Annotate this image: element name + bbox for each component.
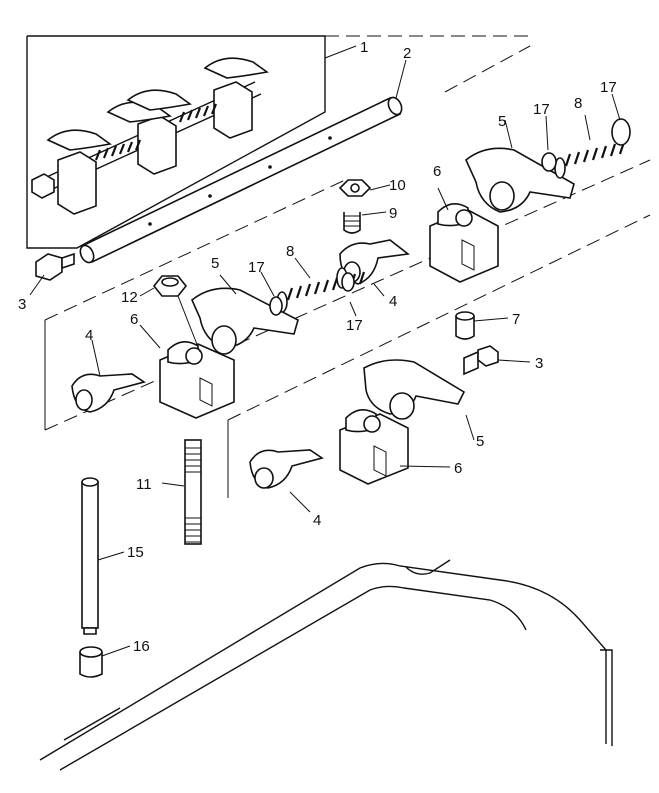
callout-1: 1 — [360, 39, 368, 56]
callout-17: 17 — [346, 317, 363, 334]
callout-6: 6 — [454, 460, 462, 477]
callout-4: 4 — [85, 327, 93, 344]
washer-top-b — [611, 118, 631, 146]
callout-labels: 1 2 3 3 4 4 4 5 5 5 6 6 6 7 8 8 9 10 11 … — [18, 39, 617, 655]
callout-6: 6 — [433, 163, 441, 180]
callout-17: 17 — [533, 101, 550, 118]
assembled-rocker-shaft — [31, 57, 270, 215]
cam-follower — [79, 646, 103, 678]
callout-16: 16 — [133, 638, 150, 655]
callout-3: 3 — [535, 355, 543, 372]
rocker-arm-short-right — [249, 449, 324, 489]
washer-mid-a — [269, 296, 283, 316]
callout-12: 12 — [121, 289, 138, 306]
plug-bolt-right — [463, 345, 499, 376]
callout-5: 5 — [498, 113, 506, 130]
assembly-inset — [26, 35, 326, 249]
callout-4: 4 — [313, 512, 321, 529]
pedestal-bottom — [339, 409, 409, 485]
rocker-arm-long-mid — [191, 287, 299, 355]
callout-9: 9 — [389, 205, 397, 222]
callout-5: 5 — [211, 255, 219, 272]
callout-4: 4 — [389, 293, 397, 310]
adjuster-screw — [343, 212, 361, 234]
callout-8: 8 — [286, 243, 294, 260]
callout-10: 10 — [389, 177, 406, 194]
rocker-arm-long-bottom — [363, 359, 466, 420]
callout-15: 15 — [127, 544, 144, 561]
rocker-arm-long-top — [465, 147, 575, 213]
callout-6: 6 — [130, 311, 138, 328]
callout-8: 8 — [574, 95, 582, 112]
leader-lines — [29, 45, 621, 657]
pedestal-left — [159, 341, 235, 419]
spring-top — [554, 141, 626, 179]
washer-mid-b — [341, 272, 355, 292]
callout-11: 11 — [136, 476, 152, 493]
push-rod — [81, 477, 99, 635]
washer-top-a — [541, 152, 557, 172]
stud-nut — [152, 275, 201, 353]
callout-7: 7 — [512, 311, 520, 328]
cylinder-head-outline — [39, 559, 613, 771]
dowel-sleeve — [455, 311, 475, 340]
stud — [184, 439, 202, 545]
callout-3: 3 — [18, 296, 26, 313]
plug-bolt-left — [35, 252, 75, 281]
callout-17: 17 — [600, 79, 617, 96]
pedestal-top — [429, 203, 499, 283]
lock-nut — [338, 179, 372, 197]
alignment-guides — [44, 35, 651, 498]
rocker-arm-short-left — [71, 373, 146, 413]
callout-5: 5 — [476, 433, 484, 450]
rocker-shaft — [79, 96, 403, 264]
callout-2: 2 — [403, 45, 411, 62]
callout-17: 17 — [248, 259, 265, 276]
